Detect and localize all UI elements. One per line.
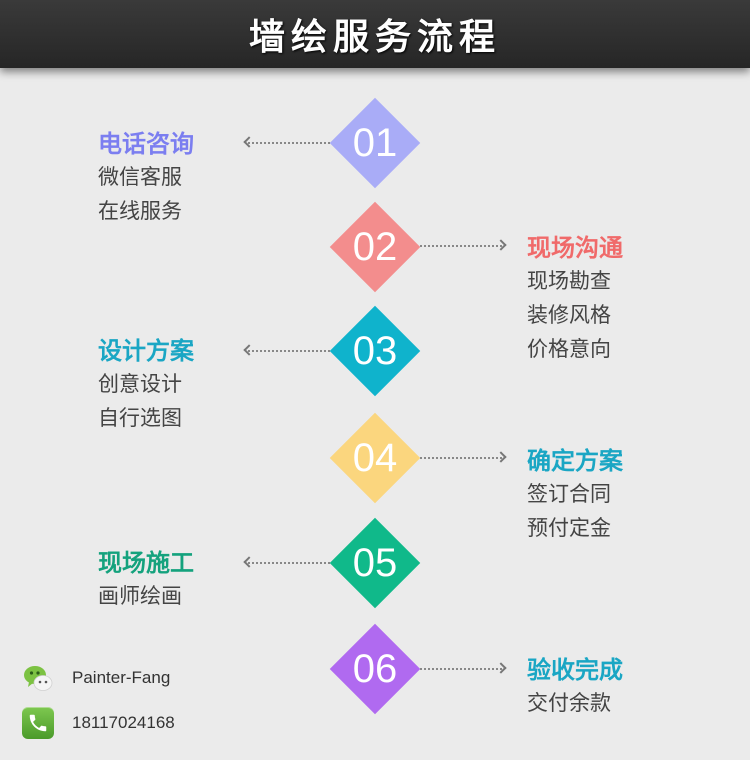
step-number: 01 — [352, 120, 398, 165]
step-04-block: 确定方案 签订合同 预付定金 — [527, 445, 623, 545]
step-item: 交付余款 — [527, 691, 611, 715]
step-title: 现场沟通 — [527, 234, 623, 262]
step-02-block: 现场沟通 现场勘查 装修风格 价格意向 — [527, 232, 623, 366]
arrow-left-icon — [243, 556, 330, 569]
contact-phone: 18117024168 — [22, 707, 175, 739]
step-title: 确定方案 — [527, 447, 623, 475]
step-title: 验收完成 — [527, 656, 623, 684]
step-04-diamond: 04 — [329, 412, 421, 504]
step-05-diamond: 05 — [329, 517, 421, 609]
wechat-id: Painter-Fang — [72, 668, 171, 687]
page-header: 墙绘服务流程 — [0, 0, 750, 68]
step-item: 签订合同 — [527, 482, 611, 506]
step-01-diamond: 01 — [329, 97, 421, 189]
step-title: 电话咨询 — [98, 130, 194, 158]
step-item: 在线服务 — [98, 199, 182, 223]
step-03-diamond: 03 — [329, 305, 421, 397]
step-title: 现场施工 — [98, 549, 194, 577]
step-06-diamond: 06 — [329, 623, 421, 715]
step-number: 02 — [352, 224, 398, 269]
step-number: 05 — [352, 540, 398, 585]
step-02-diamond: 02 — [329, 201, 421, 293]
step-item: 价格意向 — [527, 337, 611, 361]
arrow-left-icon — [243, 344, 330, 357]
phone-icon — [22, 707, 54, 739]
step-title: 设计方案 — [98, 337, 194, 365]
step-01-block: 电话咨询 微信客服 在线服务 — [98, 128, 194, 228]
step-item: 画师绘画 — [98, 584, 182, 608]
step-number: 04 — [352, 435, 398, 480]
step-03-block: 设计方案 创意设计 自行选图 — [98, 335, 194, 435]
step-item: 预付定金 — [527, 516, 611, 540]
step-06-block: 验收完成 交付余款 — [527, 654, 623, 720]
step-number: 06 — [352, 646, 398, 691]
step-number: 03 — [352, 328, 398, 373]
step-05-block: 现场施工 画师绘画 — [98, 547, 194, 613]
step-item: 装修风格 — [527, 303, 611, 327]
step-item: 创意设计 — [98, 372, 182, 396]
arrow-right-icon — [420, 662, 507, 675]
step-item: 微信客服 — [98, 165, 182, 189]
page-title: 墙绘服务流程 — [248, 16, 501, 58]
arrow-left-icon — [243, 136, 330, 149]
step-item: 自行选图 — [98, 406, 182, 430]
arrow-right-icon — [420, 451, 507, 464]
phone-number: 18117024168 — [72, 713, 175, 732]
arrow-right-icon — [420, 239, 507, 252]
contact-wechat: Painter-Fang — [22, 662, 170, 694]
step-item: 现场勘查 — [527, 269, 611, 293]
wechat-icon — [22, 662, 54, 694]
